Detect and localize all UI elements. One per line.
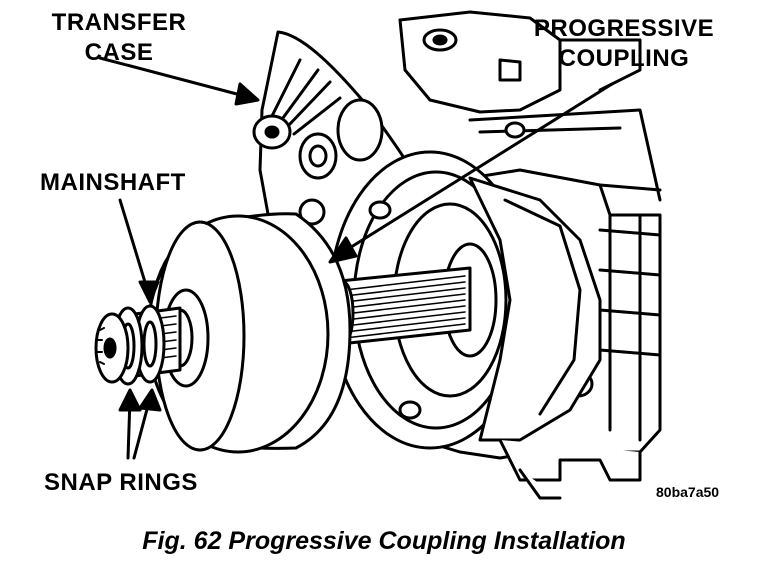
case-flange — [468, 176, 642, 500]
progressive-coupling-drum — [146, 212, 352, 454]
figure-code: 80ba7a50 — [656, 484, 720, 500]
snap-rings-label: SNAP RINGS — [44, 469, 198, 496]
progressive-coupling-label-line2: COUPLING — [558, 45, 690, 72]
transfer-case-label-line1: TRANSFER — [51, 9, 187, 36]
mainshaft-label: MAINSHAFT — [40, 169, 186, 196]
figure-caption: Fig. 62 Progressive Coupling Installatio… — [142, 527, 626, 555]
pointer-arrows — [98, 56, 614, 460]
progressive-coupling-label: PROGRESSIVE COUPLING — [524, 14, 724, 74]
output-shaft-end — [94, 304, 182, 386]
progressive-coupling-label-line1: PROGRESSIVE — [533, 15, 715, 42]
transfer-case-label: TRANSFER CASE — [44, 8, 194, 68]
transfer-case-label-line2: CASE — [84, 39, 154, 66]
